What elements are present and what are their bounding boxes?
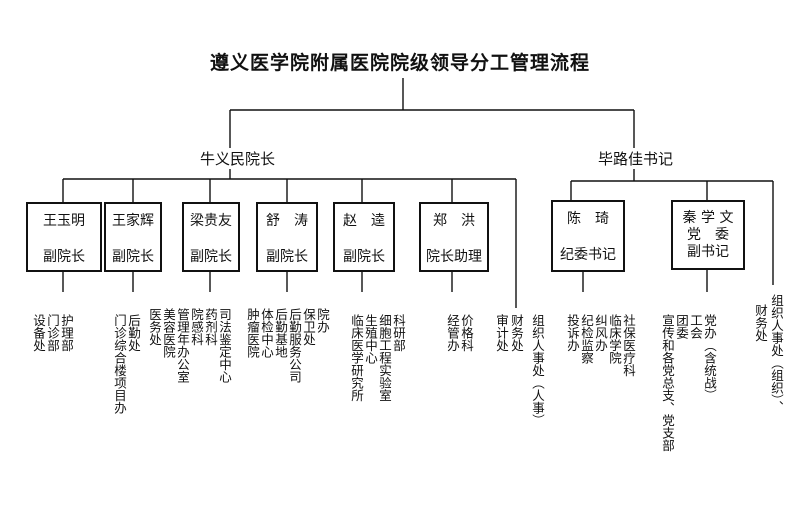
- dept-label: 财务处: [753, 304, 768, 342]
- leader-name: 郑 洪: [433, 213, 475, 229]
- leader-role: 副院长: [190, 249, 232, 265]
- leader-box-wang-jiahui: 王家辉 副院长: [104, 202, 162, 272]
- dept-label: 工会: [688, 314, 703, 339]
- leader-role: 纪委书记: [560, 247, 616, 263]
- dept-label: 纠风办: [593, 314, 608, 352]
- dept-label: 经管办: [445, 314, 460, 352]
- leader-name: 舒 涛: [266, 213, 308, 229]
- dept-label: 临床医学研究所: [349, 314, 364, 402]
- leader-role: 副院长: [112, 249, 154, 265]
- dept-label: 细胞工程实验室: [377, 314, 392, 402]
- leader-role: 副院长: [43, 249, 85, 265]
- dept-label: 组织人事处（组织）、: [769, 294, 784, 413]
- page-title: 遵义医学院附属医院院级领导分工管理流程: [209, 52, 590, 74]
- dept-label: 生殖中心: [363, 314, 378, 364]
- dept-label: 价格科: [459, 314, 474, 352]
- dept-label: 管理年办公室: [175, 308, 190, 383]
- dept-label: 临床学院: [607, 314, 622, 364]
- leader-name: 赵 逵: [343, 213, 385, 229]
- leader-role: 院长助理: [426, 249, 482, 265]
- dept-label: 组织人事处（人事）: [530, 314, 545, 427]
- leader-box-chen-qi: 陈 琦 纪委书记: [551, 200, 625, 272]
- leader-box-zheng-hong: 郑 洪 院长助理: [419, 202, 489, 272]
- dept-label: 审计处: [494, 314, 509, 352]
- leader-box-zhao-kui: 赵 逵 副院长: [333, 202, 395, 272]
- dept-label: 药剂科: [203, 308, 218, 346]
- secretary-label: 毕路佳书记: [598, 148, 674, 169]
- leader-name: 梁贵友: [190, 213, 232, 229]
- dept-label: 投诉办: [565, 314, 580, 352]
- president-label: 牛义民院长: [200, 148, 276, 169]
- dept-label: 美容医院: [161, 308, 176, 358]
- dept-label: 财务处: [509, 314, 524, 352]
- leader-box-liang-guiyou: 梁贵友 副院长: [182, 202, 240, 272]
- dept-label: 宣传和各党总支、党支部: [660, 314, 675, 452]
- leader-name: 王玉明: [43, 213, 85, 229]
- leader-box-shu-tao: 舒 涛 副院长: [256, 202, 318, 272]
- dept-label: 设备处: [31, 314, 46, 352]
- dept-label: 党办（含统战）: [702, 314, 717, 402]
- dept-label: 保卫处: [301, 308, 316, 346]
- dept-label: 医务处: [147, 308, 162, 346]
- leader-role: 副院长: [266, 249, 308, 265]
- leader-box-qin-xuewen: 秦 学 文 党 委 副书记: [671, 200, 745, 270]
- dept-label: 院感科: [189, 308, 204, 346]
- dept-label: 纪检监察: [579, 314, 594, 364]
- dept-label: 护理部: [59, 314, 74, 352]
- dept-label: 体检中心: [259, 308, 274, 358]
- leader-role: 副院长: [343, 249, 385, 265]
- dept-label: 门诊部: [45, 314, 60, 352]
- leader-box-wang-yuming: 王玉明 副院长: [26, 202, 102, 272]
- leader-name: 王家辉: [112, 213, 154, 229]
- dept-label: 科研部: [391, 314, 406, 352]
- dept-label: 后勤基地: [273, 308, 288, 358]
- dept-label: 院办: [315, 308, 330, 333]
- dept-label: 后勤处: [126, 314, 141, 352]
- dept-label: 社保医疗科: [621, 314, 636, 377]
- leader-name: 秦 学 文 党 委 副书记: [682, 210, 734, 260]
- dept-label: 司法鉴定中心: [217, 308, 232, 383]
- dept-label: 门诊综合楼项目办: [112, 314, 127, 414]
- leader-name: 陈 琦: [567, 211, 609, 227]
- dept-label: 肿瘤医院: [245, 308, 260, 358]
- dept-label: 团委: [674, 314, 689, 339]
- dept-label: 后勤服务公司: [287, 308, 302, 383]
